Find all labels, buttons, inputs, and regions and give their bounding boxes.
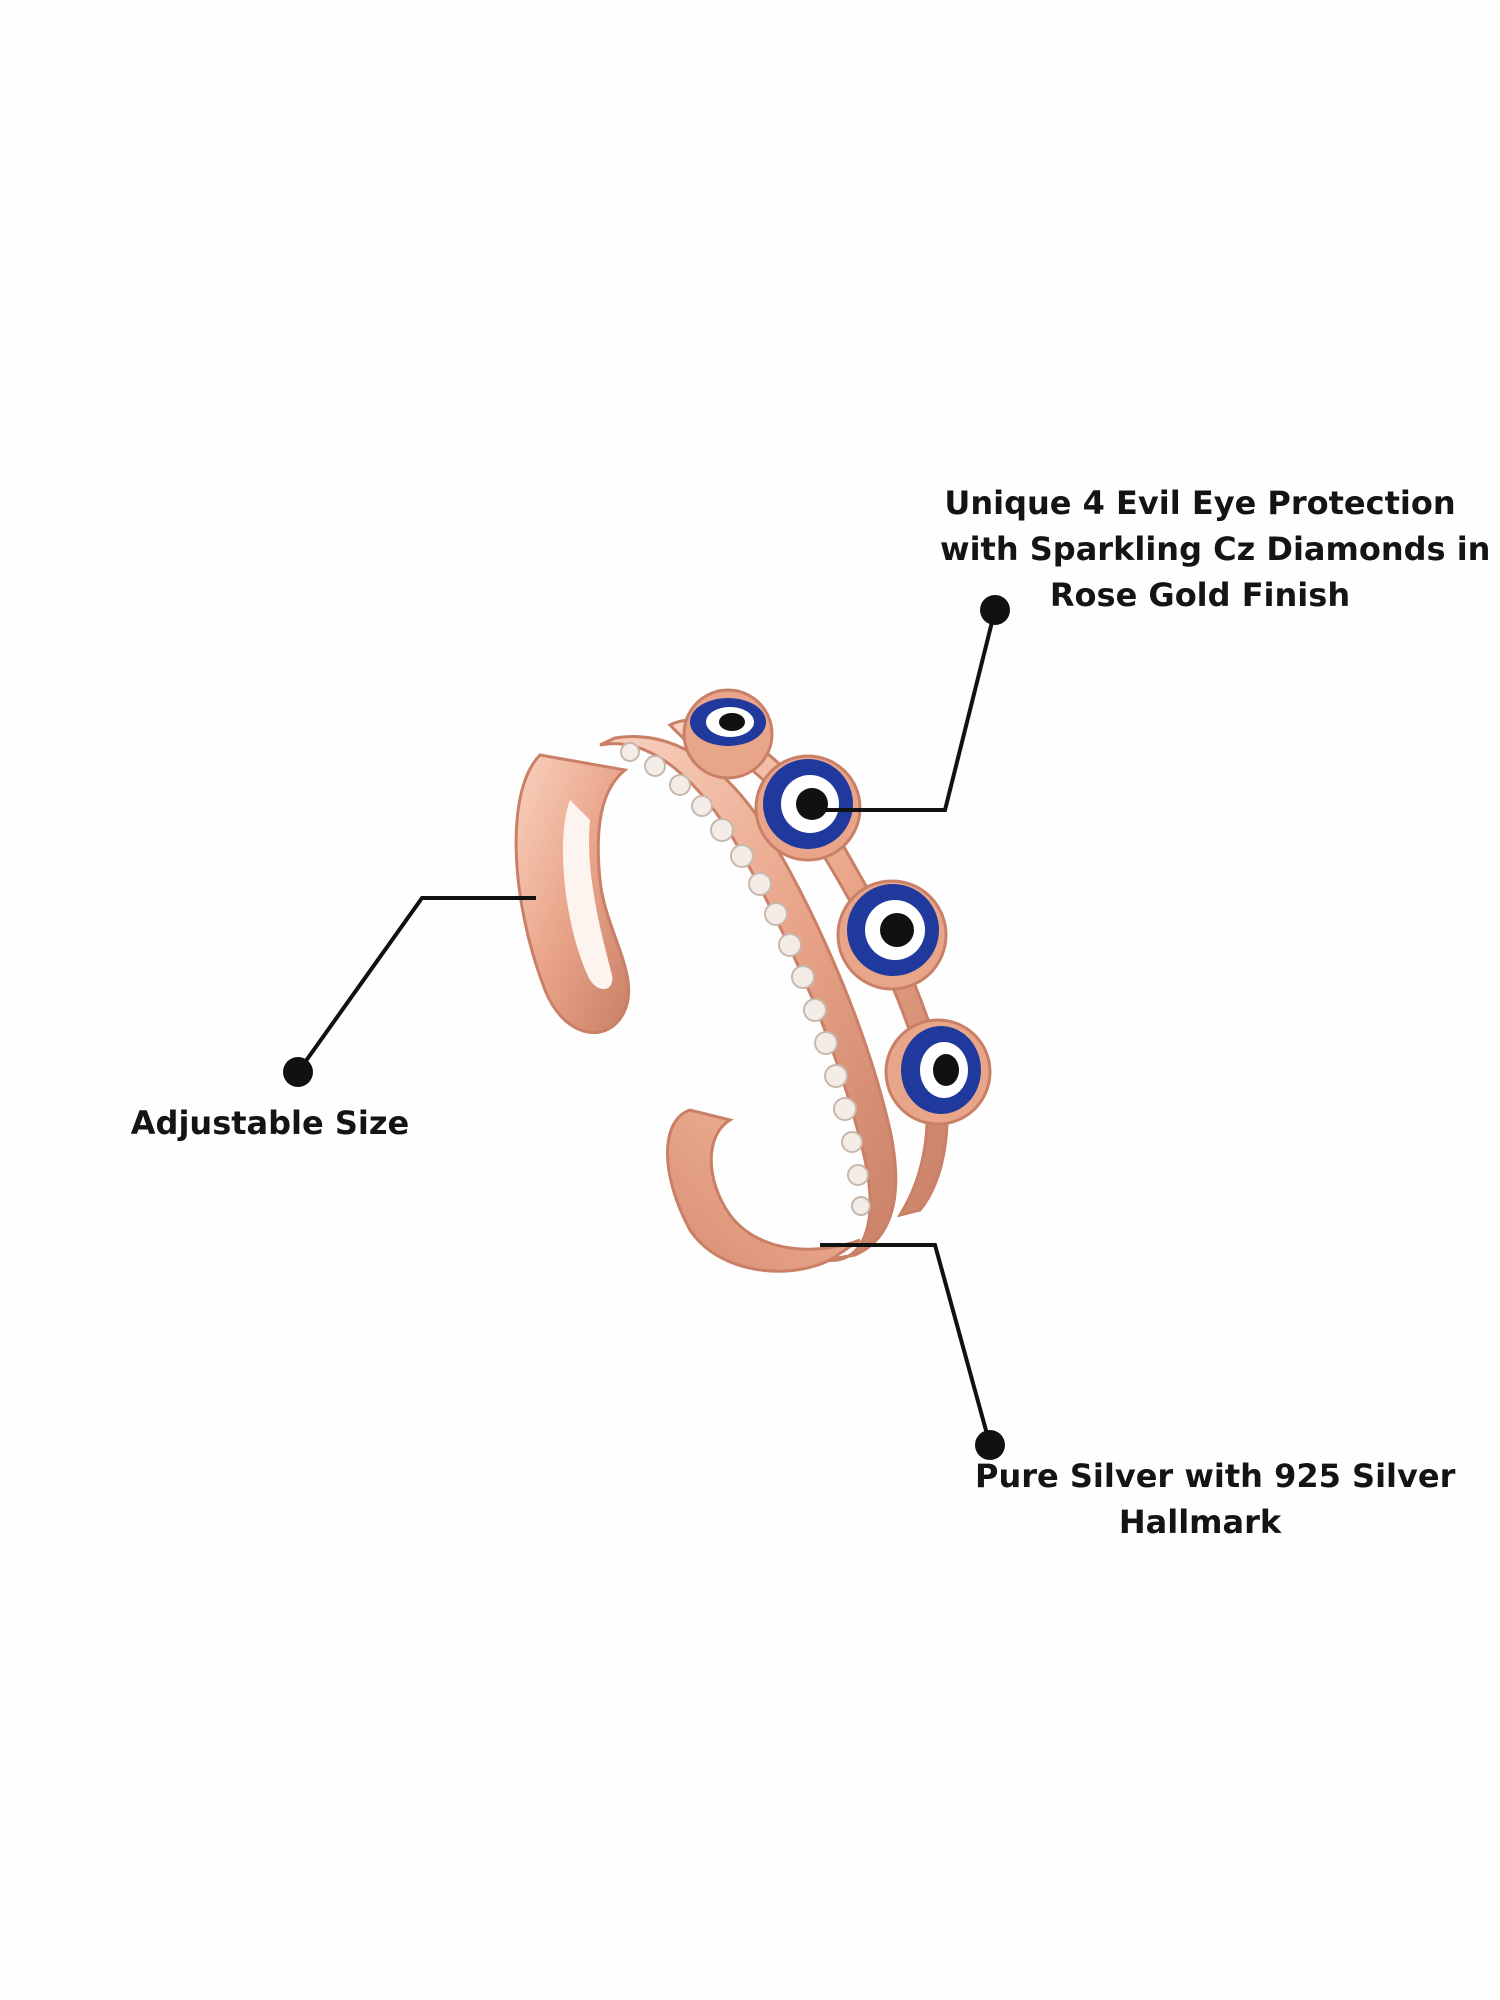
ring-band-bottom: [666, 1108, 861, 1273]
callout-top-connector: [820, 609, 997, 812]
callout-bottom-connector: [820, 1243, 992, 1446]
ring-band-back-inner: [562, 800, 613, 990]
evil-eye-charm: [836, 879, 948, 991]
callout-dot: [980, 595, 1010, 625]
evil-eye-charm: [754, 754, 862, 862]
zircon-row: [620, 742, 871, 1216]
ring: [514, 688, 992, 1273]
callout-dot: [283, 1057, 313, 1087]
callout-text-evil-eye: Unique 4 Evil Eye Protection with Sparkl…: [940, 480, 1491, 618]
callout-left-connector: [296, 896, 536, 1074]
callout-line: Adjustable Size: [130, 1104, 410, 1142]
callout-line: Pure Silver with 925 Silver: [975, 1457, 1456, 1495]
callout-line: Rose Gold Finish: [1049, 576, 1351, 614]
callout-line: Unique 4 Evil Eye Protection: [944, 484, 1456, 522]
evil-eye-charm: [884, 1018, 992, 1126]
callout-line: with Sparkling Cz Diamonds in: [940, 530, 1491, 568]
callout-text-adjustable: Adjustable Size: [120, 1100, 420, 1146]
callout-line: Hallmark: [1118, 1503, 1282, 1541]
callout-dot: [975, 1430, 1005, 1460]
evil-eye-charm: [682, 688, 774, 780]
callout-text-silver: Pure Silver with 925 Silver Hallmark: [975, 1453, 1456, 1545]
